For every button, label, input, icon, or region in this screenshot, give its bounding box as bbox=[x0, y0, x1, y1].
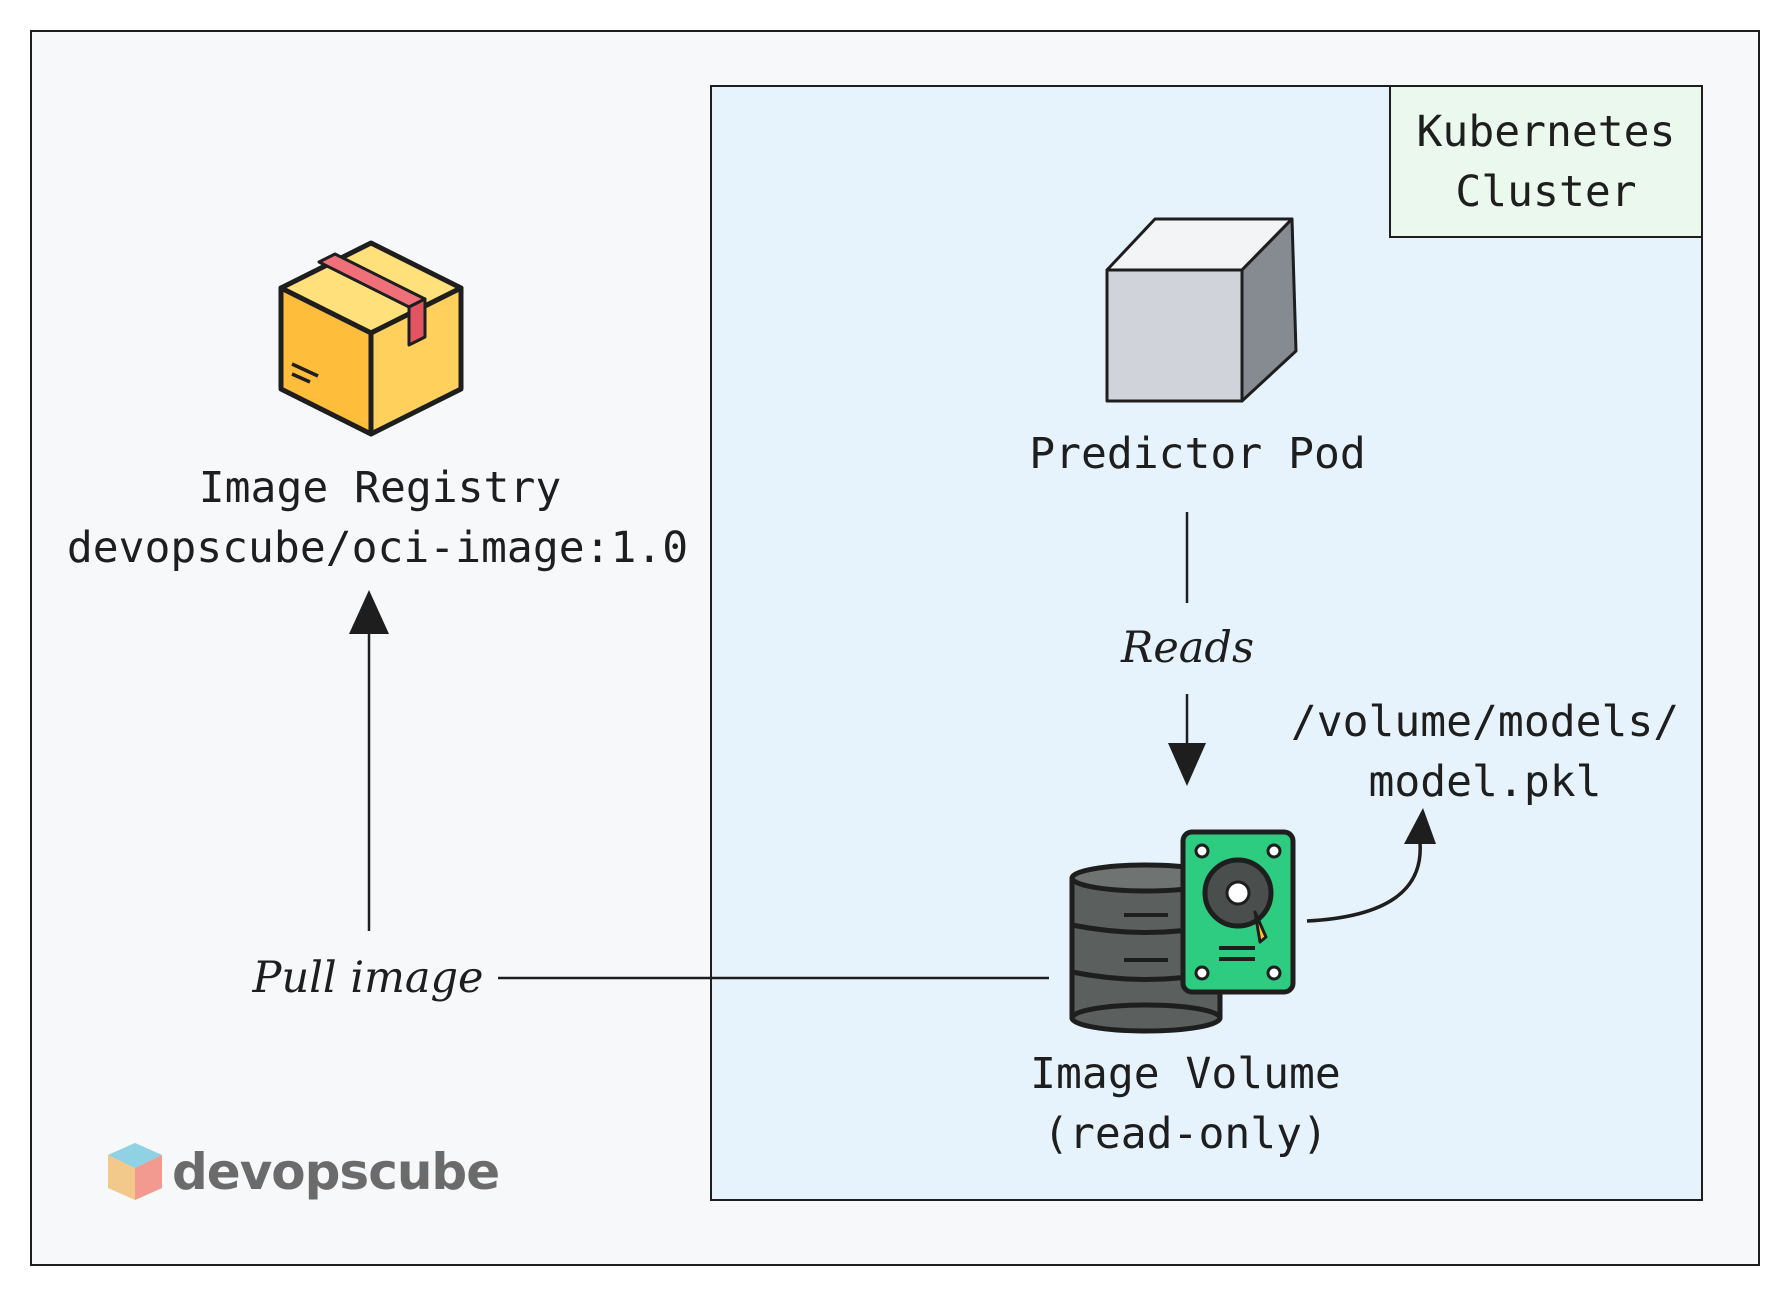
volume-label-line2: (read-only) bbox=[1043, 1109, 1328, 1159]
cluster-title-line1: Kubernetes bbox=[1416, 106, 1676, 157]
model-path-line1: /volume/models/ bbox=[1290, 697, 1680, 747]
pod-label: Predictor Pod bbox=[1029, 429, 1366, 479]
reads-label: Reads bbox=[1120, 623, 1255, 673]
logo-wordmark: devopscube bbox=[172, 1143, 500, 1201]
cluster-label-box: Kubernetes Cluster bbox=[1389, 85, 1703, 238]
cube-icon bbox=[1105, 217, 1298, 403]
logo-cube-spacer bbox=[108, 1143, 168, 1201]
pull-image-label: Pull image bbox=[252, 953, 484, 1003]
model-path-arrow bbox=[1306, 808, 1436, 923]
volume-label-line1: Image Volume bbox=[1030, 1049, 1341, 1099]
model-path-line2: model.pkl bbox=[1368, 757, 1602, 807]
registry-title: Image Registry bbox=[198, 463, 562, 513]
reads-connector bbox=[1168, 512, 1206, 786]
package-box-icon bbox=[278, 240, 464, 437]
registry-image-ref: devopscube/oci-image:1.0 bbox=[66, 523, 689, 573]
devopscube-logo-icon bbox=[108, 1143, 162, 1200]
storage-disk-icon bbox=[1069, 829, 1296, 1034]
pull-image-arrow bbox=[349, 590, 389, 931]
cluster-title-line2: Cluster bbox=[1455, 166, 1637, 217]
devopscube-logo: devopscube bbox=[108, 1143, 500, 1201]
